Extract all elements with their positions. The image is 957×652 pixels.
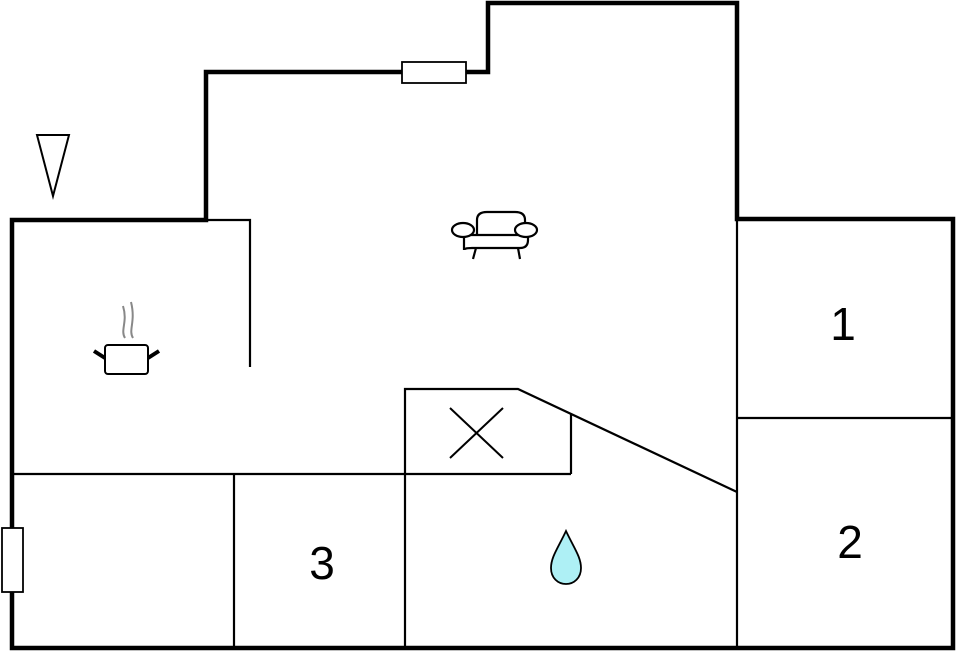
bathroom-drop-icon bbox=[550, 528, 582, 585]
outer-wall bbox=[9, 0, 956, 651]
room-label-3: 3 bbox=[309, 537, 335, 589]
north-arrow-icon bbox=[35, 134, 71, 200]
window-icon bbox=[1, 527, 24, 593]
sofa-icon bbox=[450, 210, 539, 260]
window-icon bbox=[401, 61, 467, 84]
room-label-1: 1 bbox=[830, 298, 856, 350]
interior-walls bbox=[12, 218, 953, 648]
void-cross-icon bbox=[449, 407, 504, 459]
cooking-pot-icon bbox=[92, 301, 161, 375]
room-label-2: 2 bbox=[837, 516, 863, 568]
